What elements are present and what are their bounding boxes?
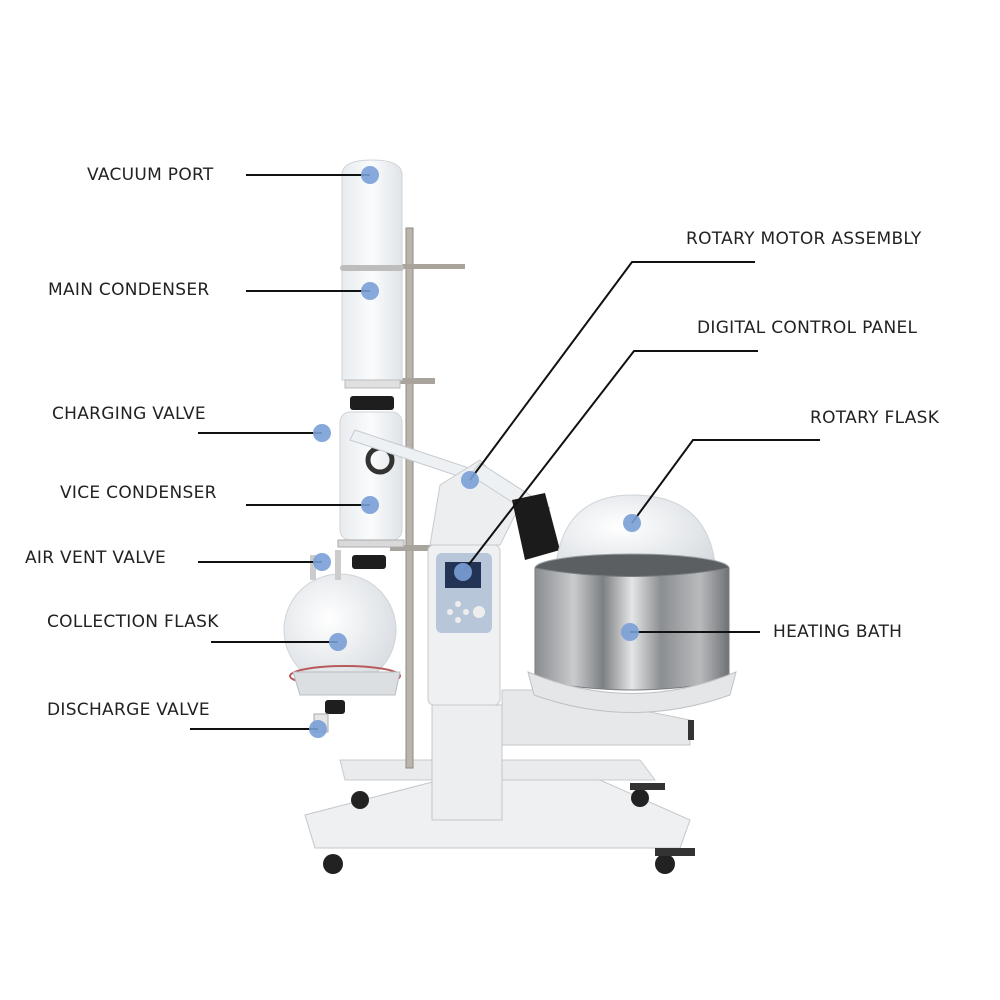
- label-heating-bath: HEATING BATH: [773, 622, 903, 642]
- callout-dots: [309, 166, 641, 738]
- callout-dot-discharge-valve: [309, 720, 327, 738]
- callout-dot-collection-flask: [329, 633, 347, 651]
- label-air-vent-valve: AIR VENT VALVE: [25, 548, 167, 568]
- callout-dot-heating-bath: [621, 623, 639, 641]
- collection-flask-glass: [283, 550, 401, 733]
- control-column: [427, 459, 521, 706]
- label-vacuum-port: VACUUM PORT: [87, 165, 214, 185]
- label-charging-valve: CHARGING VALVE: [52, 404, 206, 424]
- label-rotary-motor-assembly: ROTARY MOTOR ASSEMBLY: [686, 229, 922, 249]
- callout-dot-rotary-flask: [623, 514, 641, 532]
- label-discharge-valve: DISCHARGE VALVE: [47, 700, 210, 720]
- base-frame: [304, 689, 691, 849]
- callout-dot-main-condenser: [361, 282, 379, 300]
- callout-dot-charging-valve: [313, 424, 331, 442]
- label-rotary-flask: ROTARY FLASK: [810, 408, 940, 428]
- label-main-condenser: MAIN CONDENSER: [48, 280, 210, 300]
- main-condenser-glass: [340, 159, 404, 410]
- flask-clamp: [512, 493, 560, 560]
- label-digital-control-panel: DIGITAL CONTROL PANEL: [697, 318, 918, 338]
- label-collection-flask: COLLECTION FLASK: [47, 612, 219, 632]
- casters: [323, 783, 695, 874]
- callout-dot-digital-control-panel: [454, 563, 472, 581]
- callout-dot-vice-condenser: [361, 496, 379, 514]
- callout-dot-rotary-motor-assembly: [461, 471, 479, 489]
- label-vice-condenser: VICE CONDENSER: [60, 483, 217, 503]
- callout-dot-vacuum-port: [361, 166, 379, 184]
- callout-dot-air-vent-valve: [313, 553, 331, 571]
- leader-lines: [190, 174, 820, 730]
- support-rod: [405, 227, 414, 769]
